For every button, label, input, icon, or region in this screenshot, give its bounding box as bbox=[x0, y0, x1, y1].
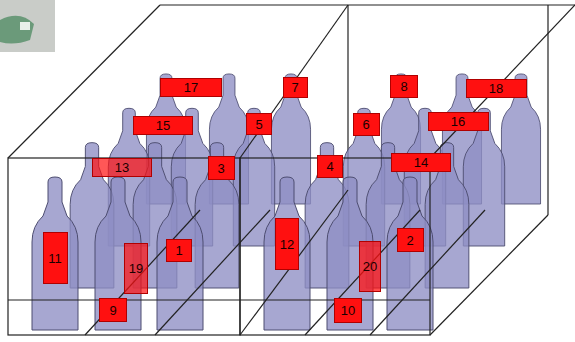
callout-number: 3 bbox=[208, 156, 235, 180]
callout-number: 8 bbox=[390, 75, 418, 98]
callout-number: 5 bbox=[246, 113, 272, 135]
callout-number: 4 bbox=[317, 155, 343, 178]
callout-number: 6 bbox=[353, 113, 380, 136]
crate-front-lines bbox=[8, 5, 575, 335]
callout-number: 19 bbox=[124, 243, 148, 294]
callout-number: 16 bbox=[428, 112, 489, 131]
callout-number: 18 bbox=[466, 79, 527, 98]
callout-number: 14 bbox=[391, 153, 451, 172]
callout-number: 2 bbox=[397, 228, 424, 252]
callout-number: 20 bbox=[359, 241, 381, 292]
callout-number: 1 bbox=[166, 239, 192, 262]
callout-number: 11 bbox=[43, 232, 68, 284]
callout-number: 12 bbox=[275, 218, 299, 270]
photo-thumbnail bbox=[0, 0, 55, 52]
callout-number: 7 bbox=[283, 77, 308, 98]
callout-number: 15 bbox=[133, 116, 193, 135]
callout-number: 10 bbox=[334, 298, 362, 323]
bottles bbox=[32, 74, 541, 330]
callout-number: 17 bbox=[160, 78, 222, 97]
callout-number: 9 bbox=[99, 298, 127, 322]
callout-number: 13 bbox=[92, 158, 152, 177]
